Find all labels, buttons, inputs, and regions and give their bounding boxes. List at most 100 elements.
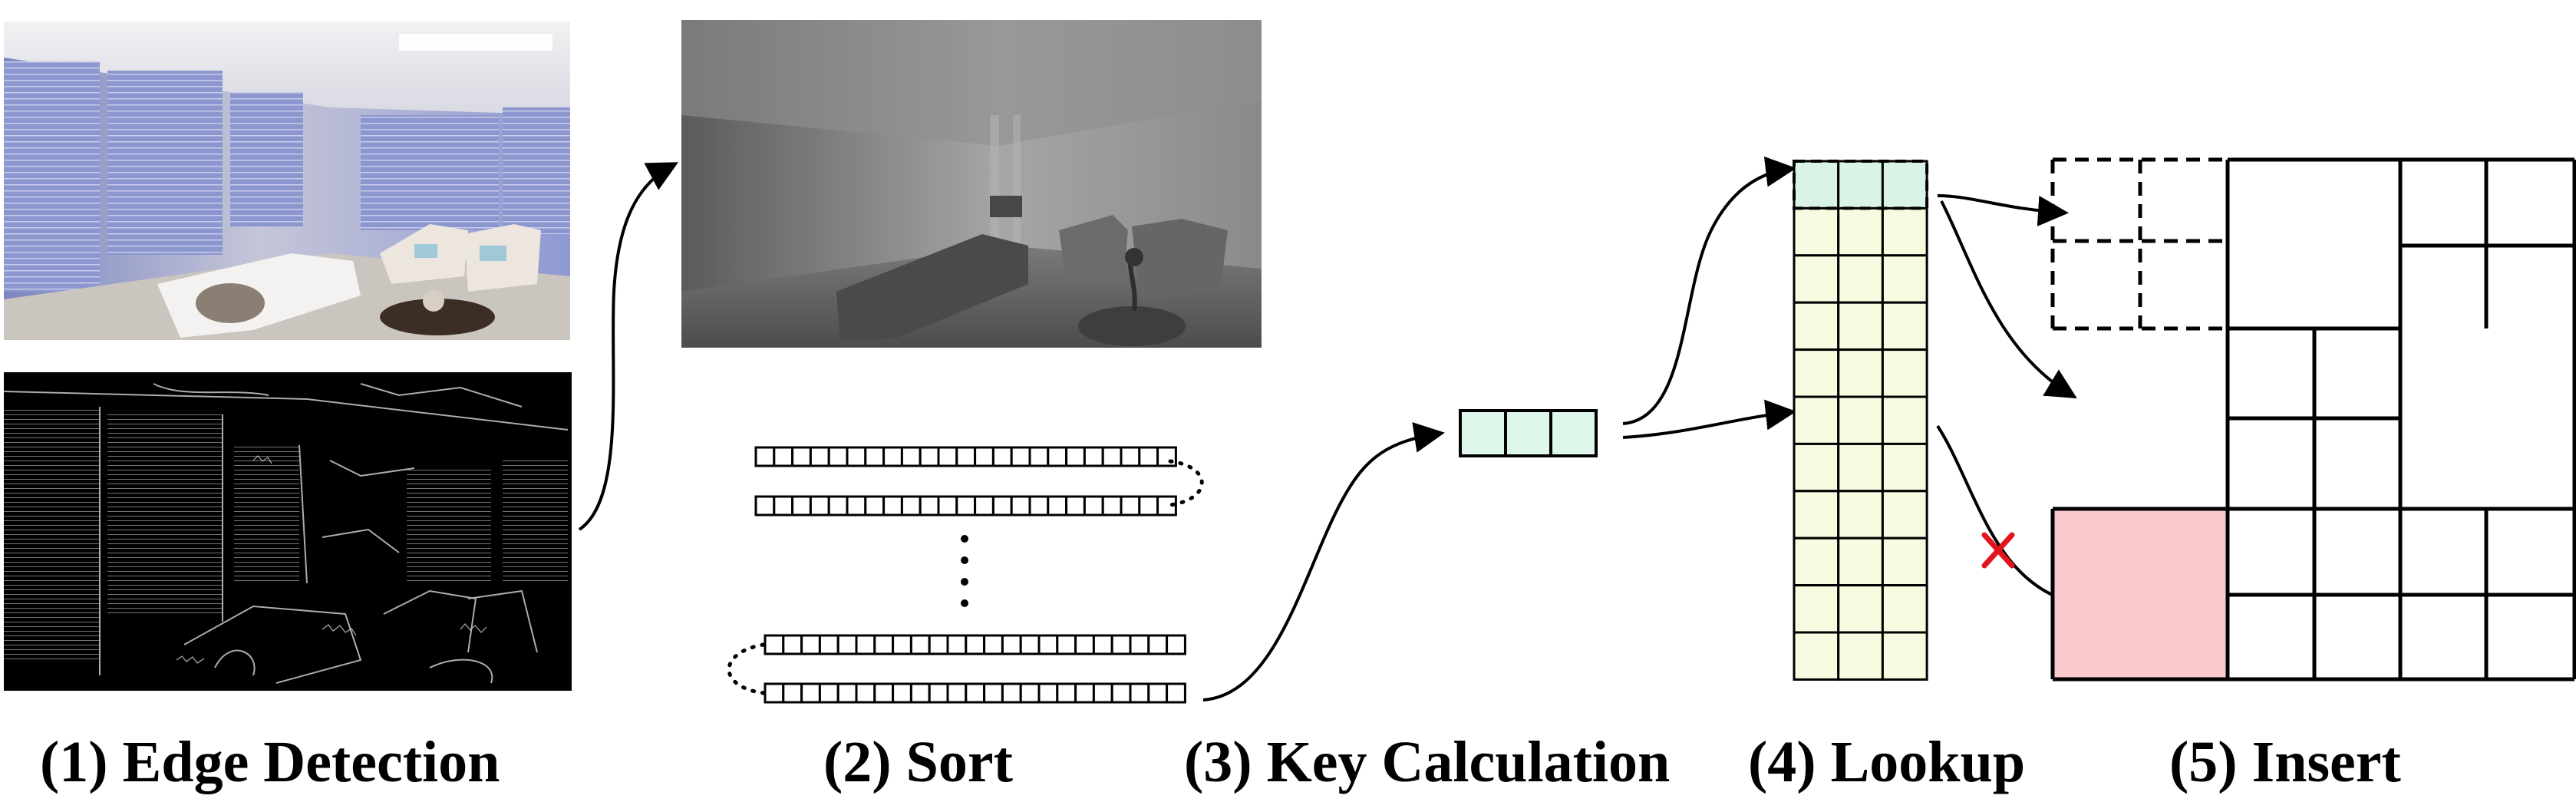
array-cell: [1074, 682, 1095, 704]
lookup-cell: [1837, 490, 1884, 540]
array-cell: [1156, 495, 1177, 517]
array-cell: [965, 682, 986, 704]
step-caption-sort: (2) Sort: [823, 730, 1013, 794]
array-cell: [1010, 495, 1031, 517]
lookup-cell: [1881, 348, 1928, 398]
array-cell: [864, 495, 886, 517]
array-cell: [1110, 682, 1132, 704]
array-cell: [764, 634, 785, 655]
array-cell: [928, 682, 949, 704]
array-cell: [1010, 446, 1031, 467]
lookup-cell: [1837, 584, 1884, 634]
lookup-cell: [1793, 395, 1840, 445]
lookup-cell: [1881, 536, 1928, 587]
array-cell: [892, 682, 912, 704]
array-cell: [1083, 495, 1104, 517]
lookup-cell: [1793, 442, 1840, 493]
arrow-key-to-lookup-mid: [1622, 399, 1796, 439]
array-cell: [1147, 634, 1169, 655]
array-cell: [900, 446, 922, 467]
array-cell: [937, 446, 958, 467]
lookup-cell: [1837, 206, 1884, 257]
rgb-room-image: [4, 21, 570, 340]
lookup-cell: [1837, 536, 1884, 587]
array-cell: [1129, 634, 1150, 655]
lookup-highlight-row: [1793, 160, 1929, 210]
lookup-cell: [1793, 584, 1840, 634]
lookup-cell: [1837, 254, 1884, 304]
step-caption-edge: (1) Edge Detection: [40, 730, 500, 794]
lookup-cell: [1881, 160, 1928, 210]
lookup-cell: [1793, 301, 1840, 352]
array-cell: [974, 495, 994, 517]
lookup-cell: [1793, 348, 1840, 398]
array-cell: [1028, 446, 1050, 467]
array-cell: [955, 446, 977, 467]
row-wrap-connector: [727, 642, 766, 695]
lookup-cell: [1881, 395, 1928, 445]
array-cell: [1001, 682, 1022, 704]
array-cell: [864, 446, 886, 467]
array-cell: [764, 682, 785, 704]
lookup-cell: [1793, 631, 1840, 681]
array-cell: [1056, 682, 1077, 704]
lookup-cell: [1793, 536, 1840, 587]
array-cell: [928, 634, 949, 655]
array-cell: [827, 446, 849, 467]
arrow-edge-to-depth: [578, 162, 679, 531]
array-cell: [1037, 682, 1059, 704]
array-cell: [1019, 634, 1041, 655]
lookup-cell: [1793, 490, 1840, 540]
lookup-table: [1793, 160, 1929, 681]
depth-image: [681, 20, 1262, 348]
lookup-cell: [1881, 631, 1928, 681]
array-cell: [1037, 634, 1059, 655]
array-cell: [873, 682, 895, 704]
lookup-cell: [1881, 301, 1928, 352]
lookup-cell: [1837, 442, 1884, 493]
array-cell: [991, 495, 1013, 517]
lookup-cell: [1881, 442, 1928, 493]
array-cell: [827, 495, 849, 517]
array-cell: [946, 682, 968, 704]
array-cell: [782, 634, 803, 655]
array-cell: [754, 446, 776, 467]
lookup-cell: [1793, 160, 1840, 210]
occupied-cell: [2053, 509, 2227, 679]
array-cell: [754, 495, 776, 517]
array-cell: [1028, 495, 1050, 517]
candidate-cells: [2050, 157, 2228, 331]
sorted-row: [764, 682, 1186, 704]
array-cell: [1083, 446, 1104, 467]
array-cell: [836, 634, 858, 655]
array-cell: [937, 495, 958, 517]
lookup-cell: [1881, 206, 1928, 257]
array-cell: [892, 634, 912, 655]
array-cell: [909, 682, 931, 704]
array-cell: [846, 446, 867, 467]
array-cell: [800, 682, 821, 704]
lookup-cell: [1837, 631, 1884, 681]
array-cell: [919, 495, 940, 517]
array-cell: [1001, 634, 1022, 655]
lookup-cell: [1881, 584, 1928, 634]
arrow-sort-to-key: [1202, 422, 1445, 701]
array-cell: [991, 446, 1013, 467]
array-cell: [836, 682, 858, 704]
lookup-cell: [1793, 206, 1840, 257]
arrow-key-to-lookup-top: [1622, 156, 1796, 425]
ellipsis-dots: [961, 535, 968, 607]
array-cell: [773, 446, 794, 467]
array-cell: [882, 446, 903, 467]
array-cell: [1166, 634, 1186, 655]
array-cell: [809, 495, 830, 517]
array-cell: [1156, 446, 1177, 467]
array-cell: [791, 446, 812, 467]
array-cell: [1065, 495, 1086, 517]
sort-array-rows: [727, 446, 1204, 704]
array-cell: [791, 495, 812, 517]
key-cell: [1459, 409, 1507, 457]
array-cell: [1101, 446, 1123, 467]
